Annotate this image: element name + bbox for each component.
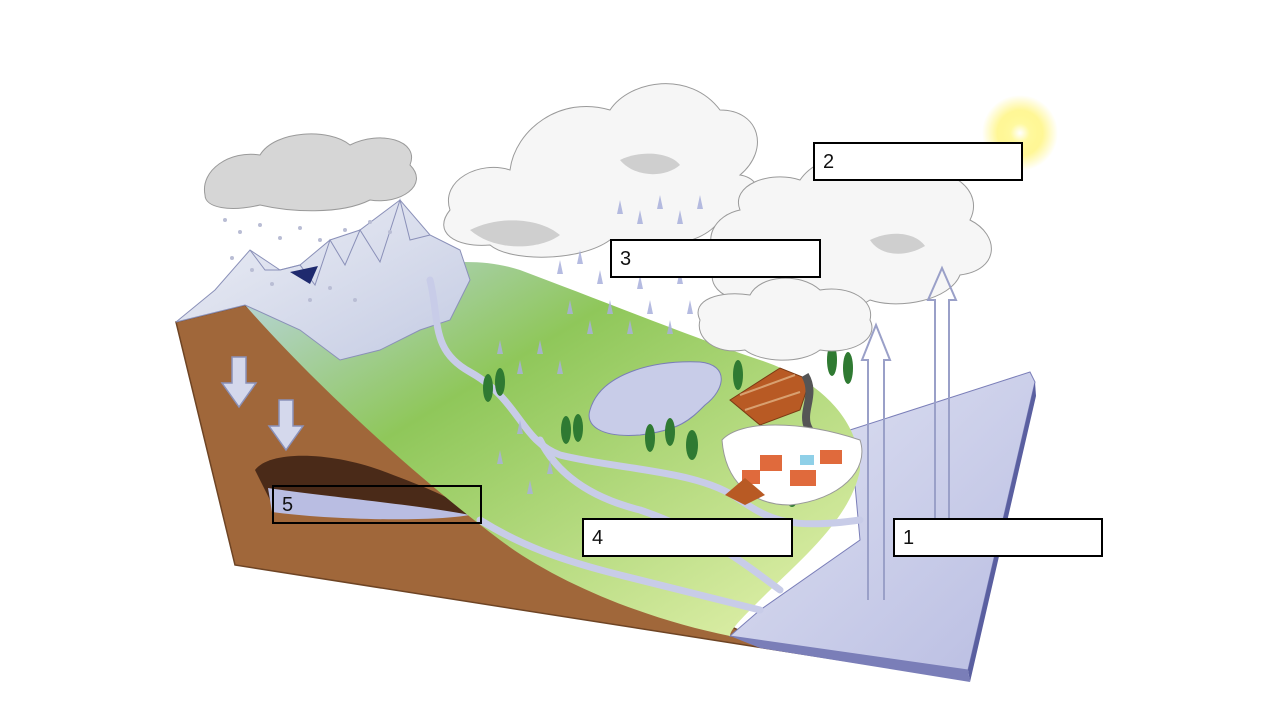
label-box-1[interactable]: 1 xyxy=(893,518,1103,557)
snow-icon xyxy=(223,218,392,302)
label-number-1: 1 xyxy=(903,527,915,549)
house-icon xyxy=(721,424,863,506)
label-box-2[interactable]: 2 xyxy=(813,142,1023,181)
label-box-4[interactable]: 4 xyxy=(582,518,793,557)
label-number-2: 2 xyxy=(823,151,835,173)
label-box-3[interactable]: 3 xyxy=(610,239,821,278)
label-number-3: 3 xyxy=(620,248,632,270)
mountains xyxy=(175,198,471,361)
lake xyxy=(588,361,722,436)
rivers xyxy=(426,276,864,614)
label-box-5[interactable]: 5 xyxy=(272,485,482,524)
label-number-4: 4 xyxy=(592,527,604,549)
label-number-5: 5 xyxy=(282,494,294,516)
lake-icon xyxy=(290,266,318,284)
arrow-up-icon xyxy=(860,265,958,600)
rain-icon xyxy=(497,195,703,494)
arrow-down-icon xyxy=(220,356,305,452)
